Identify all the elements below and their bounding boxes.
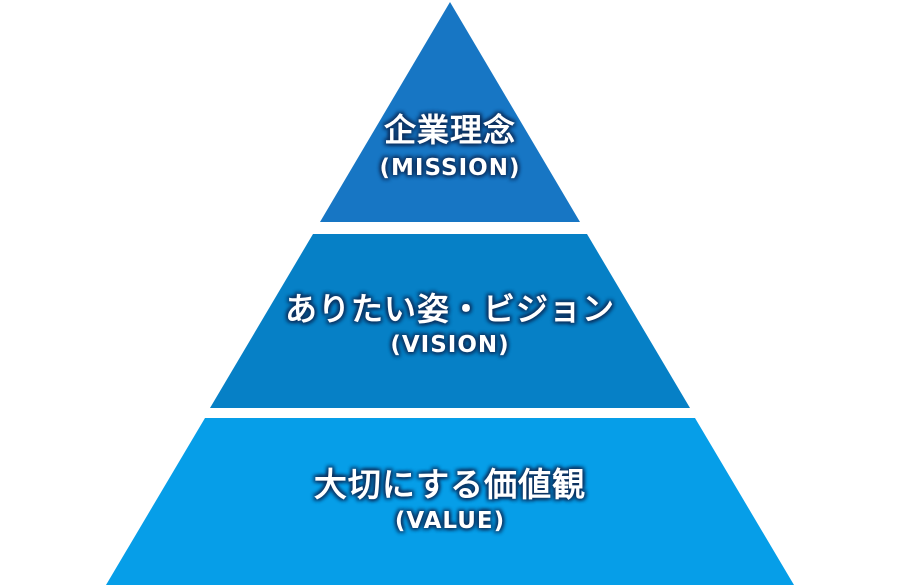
tier-vision-shape [210, 234, 690, 408]
tier-mission-shape [320, 2, 580, 222]
tier-value-shape [106, 418, 794, 585]
